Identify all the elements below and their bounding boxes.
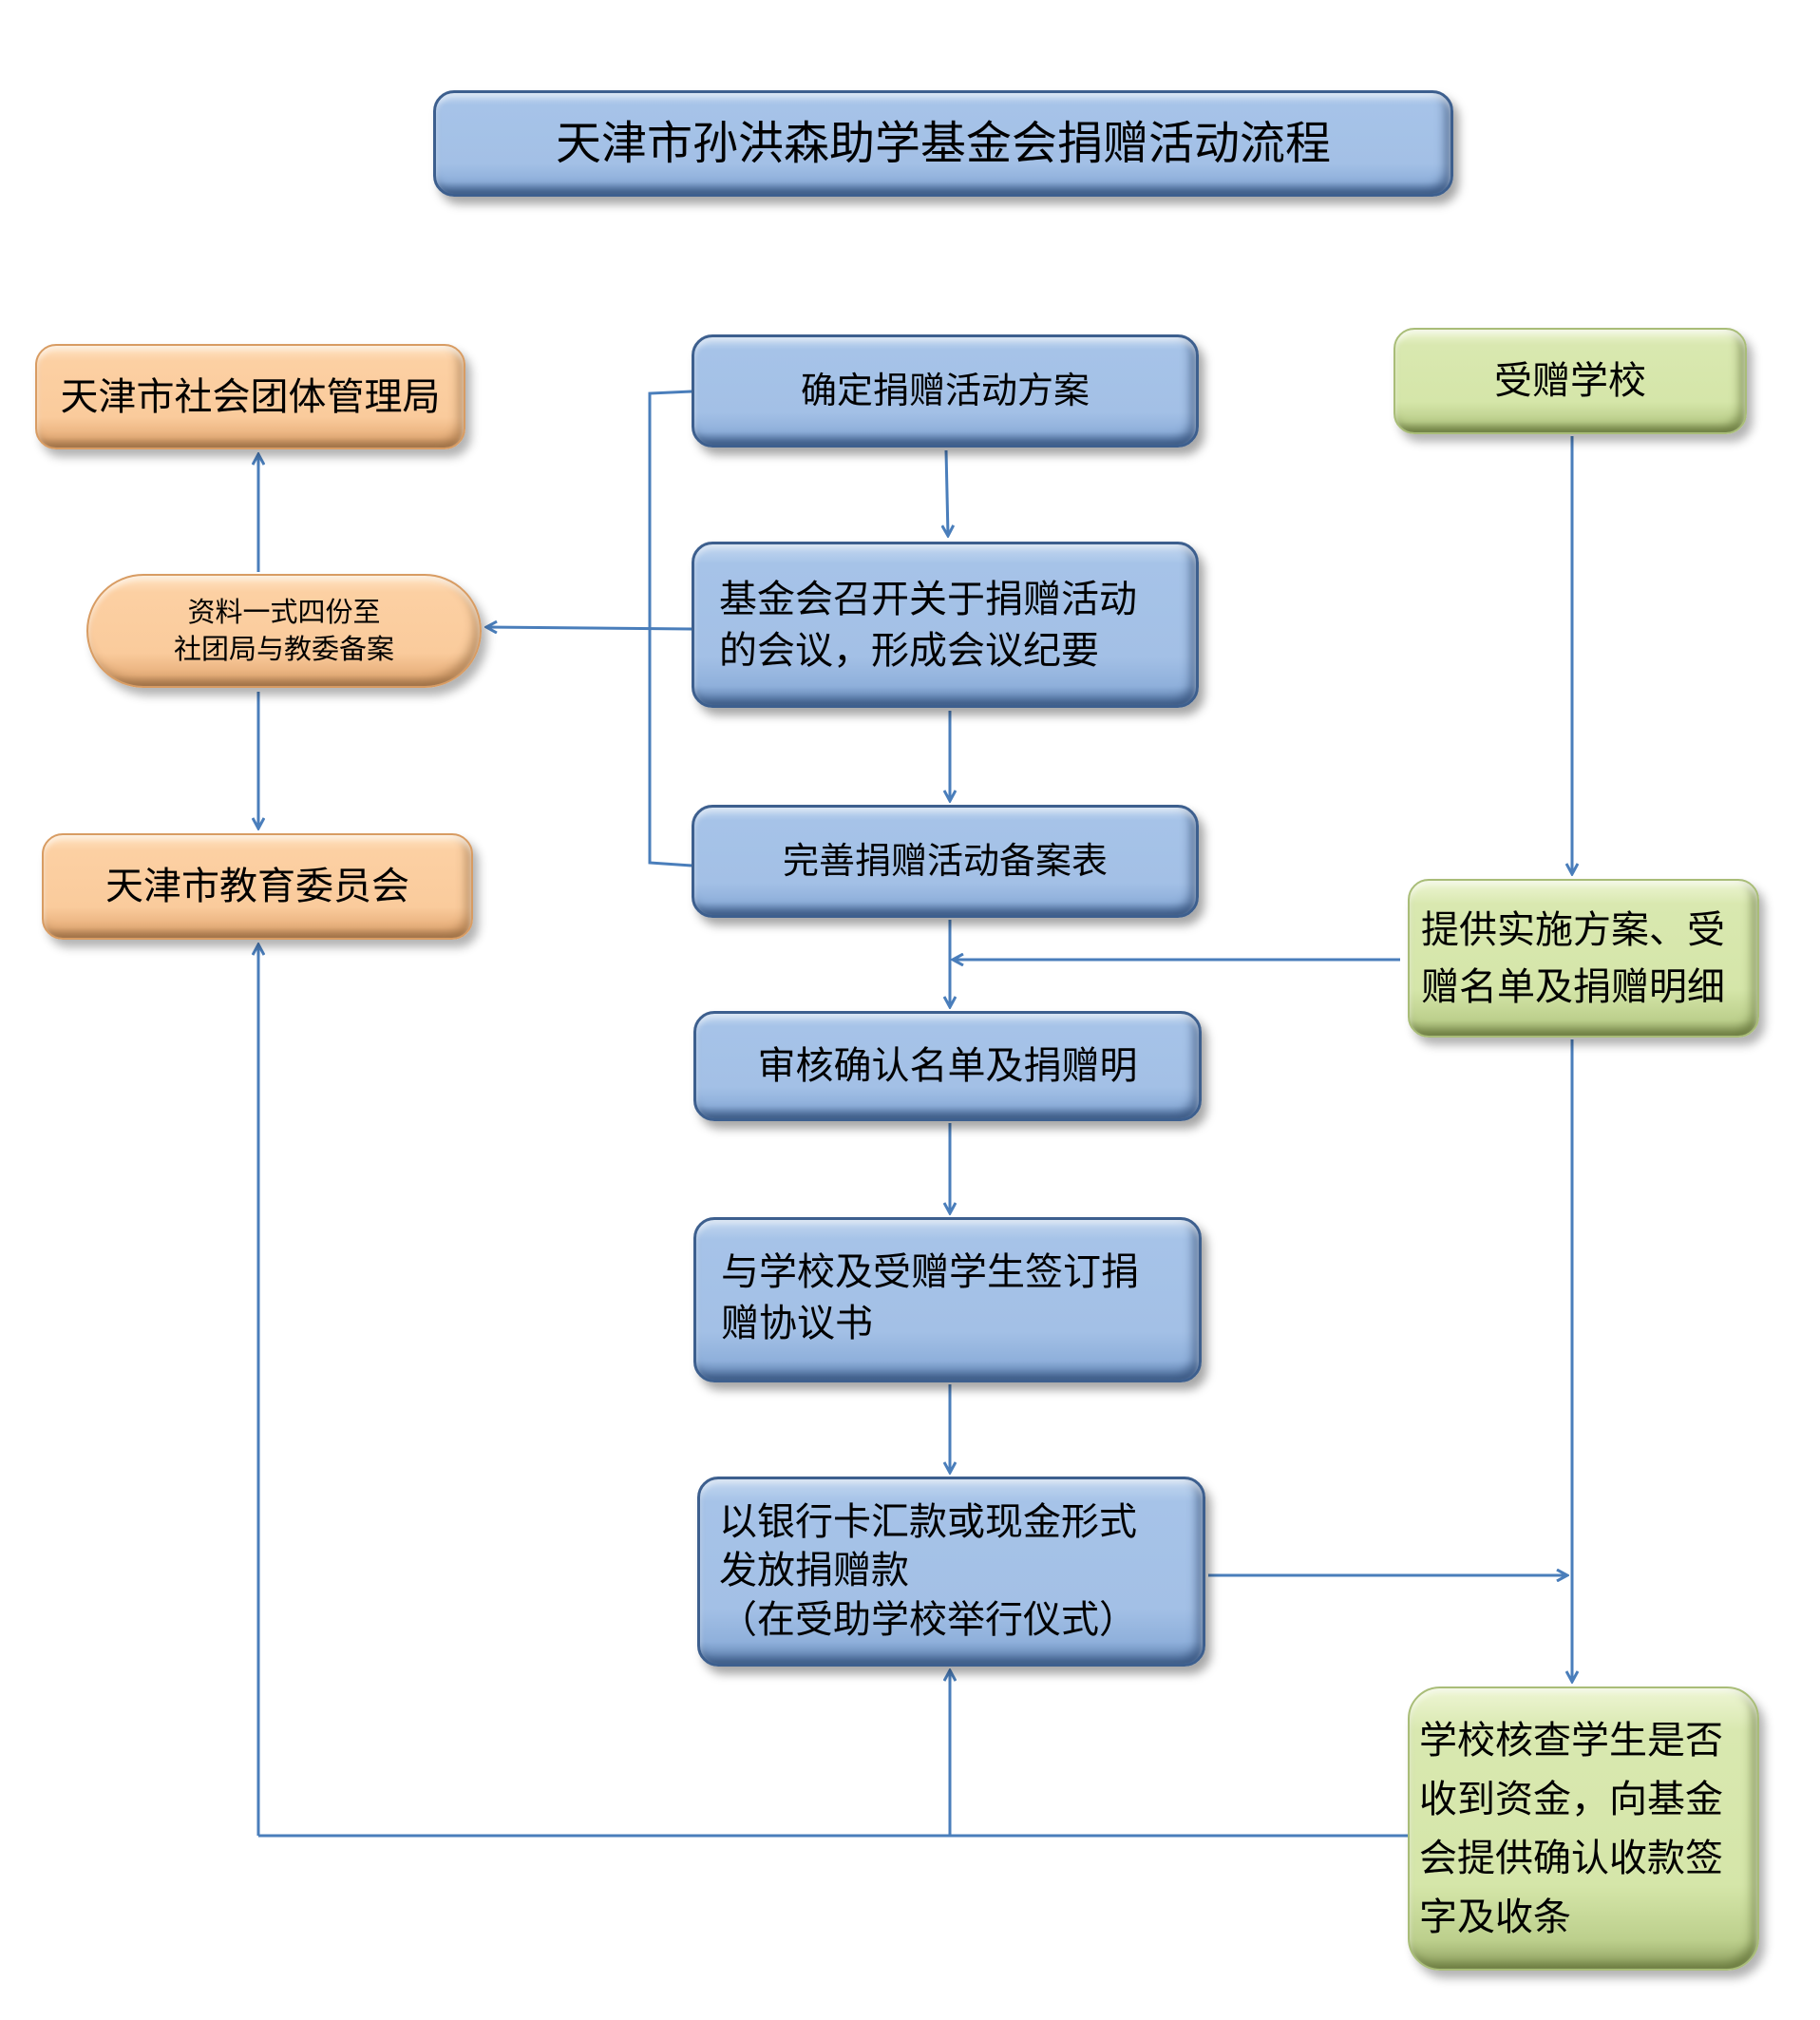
social-organization-bureau-label: 天津市社会团体管理局 [60,374,441,419]
page-title: 天津市孙洪森助学基金会捐赠活动流程 [433,90,1453,197]
step-hold-meeting: 基金会召开关于捐赠活动 的会议，形成会议纪要 [692,542,1199,708]
step-label: 与学校及受赠学生签订捐 赠协议书 [721,1250,1139,1345]
recipient-school-box: 受赠学校 [1393,328,1747,434]
provide-plan-box: 提供实施方案、受 赠名单及捐赠明细 [1408,879,1759,1038]
step-complete-filing-form: 完善捐赠活动备案表 [692,805,1199,918]
step-sign-agreement: 与学校及受赠学生签订捐 赠协议书 [693,1217,1202,1382]
page-title-text: 天津市孙洪森助学基金会捐赠活动流程 [555,116,1331,170]
education-commission-box: 天津市教育委员会 [42,833,473,940]
step-label: 确定捐赠活动方案 [800,369,1090,411]
school-verify-box: 学校核查学生是否 收到资金，向基金 会提供确认收款签 字及收条 [1408,1687,1759,1971]
provide-plan-label: 提供实施方案、受 赠名单及捐赠明细 [1421,907,1725,1009]
recipient-school-label: 受赠学校 [1494,359,1646,403]
education-commission-label: 天津市教育委员会 [105,865,409,908]
step-disburse-funds: 以银行卡汇款或现金形式 发放捐赠款 （在受助学校举行仪式） [697,1477,1205,1667]
step-review-list: 审核确认名单及捐赠明 [693,1011,1202,1121]
filing-note-oval: 资料一式四份至 社团局与教委备案 [86,574,482,688]
step-confirm-plan: 确定捐赠活动方案 [692,334,1199,448]
social-organization-bureau-box: 天津市社会团体管理局 [35,344,465,449]
arrow-step1-to-step2 [946,449,948,536]
filing-note-label: 资料一式四份至 社团局与教委备案 [173,595,394,665]
step-label: 审核确认名单及捐赠明 [757,1044,1138,1088]
step-label: 完善捐赠活动备案表 [782,839,1108,882]
school-verify-label: 学校核查学生是否 收到资金，向基金 会提供确认收款签 字及收条 [1419,1718,1723,1939]
step-label: 基金会召开关于捐赠活动 的会议，形成会议纪要 [719,577,1137,673]
arrow-meeting-to-filing [486,627,692,629]
step-label: 以银行卡汇款或现金形式 发放捐赠款 （在受助学校举行仪式） [719,1500,1137,1642]
